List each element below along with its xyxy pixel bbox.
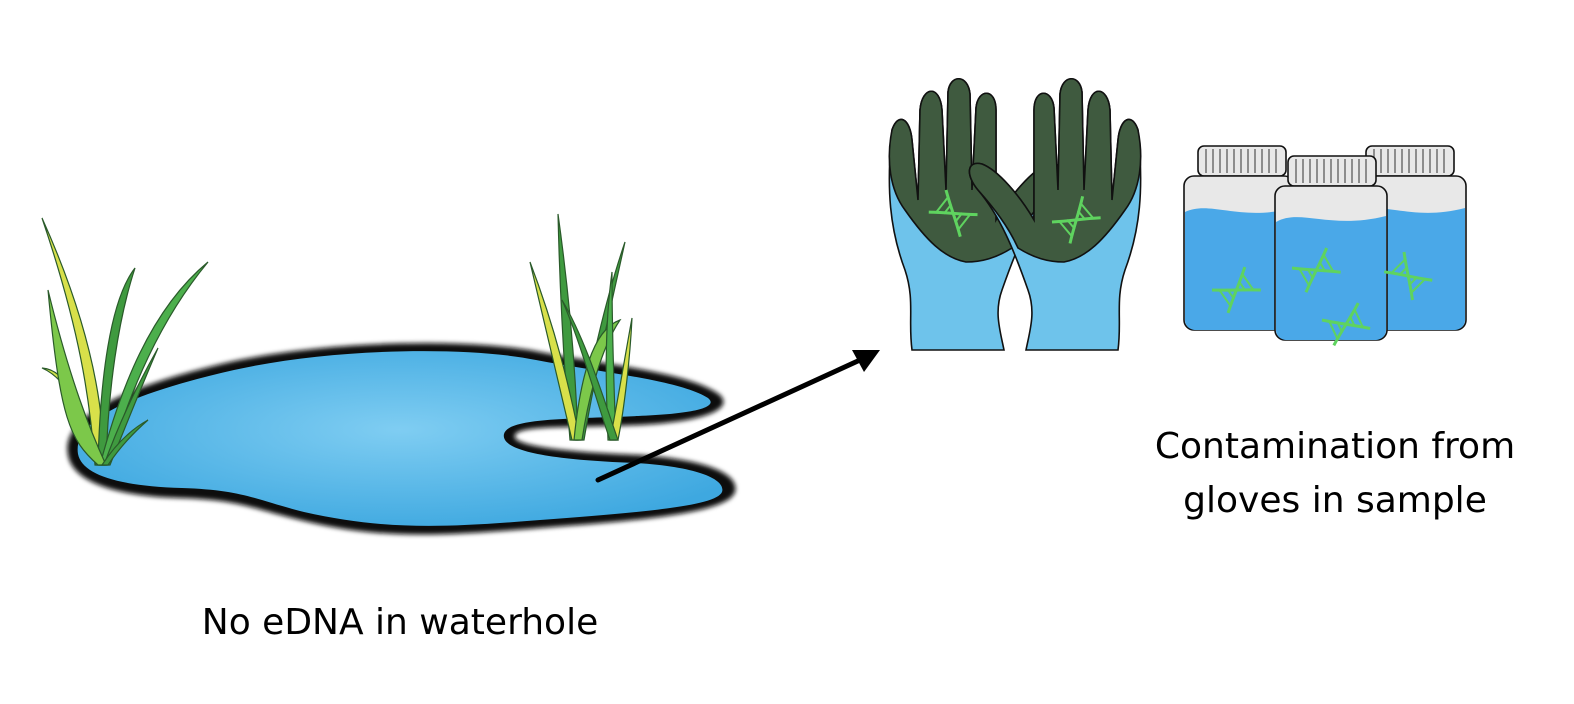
reeds-icon	[41, 217, 209, 466]
arrow-icon	[595, 350, 880, 483]
contamination-caption-line2: gloves in sample	[1183, 480, 1487, 521]
waterhole-caption: No eDNA in waterhole	[201, 602, 599, 643]
contamination-caption: Contamination from gloves in sample	[1120, 420, 1550, 528]
sample-bottle-icon	[1183, 145, 1295, 331]
waterhole-icon	[67, 343, 736, 535]
gloves-icon	[888, 77, 1142, 351]
sample-bottle-icon	[1274, 155, 1388, 341]
reeds-icon	[529, 213, 633, 441]
contamination-caption-line1: Contamination from	[1154, 426, 1516, 467]
